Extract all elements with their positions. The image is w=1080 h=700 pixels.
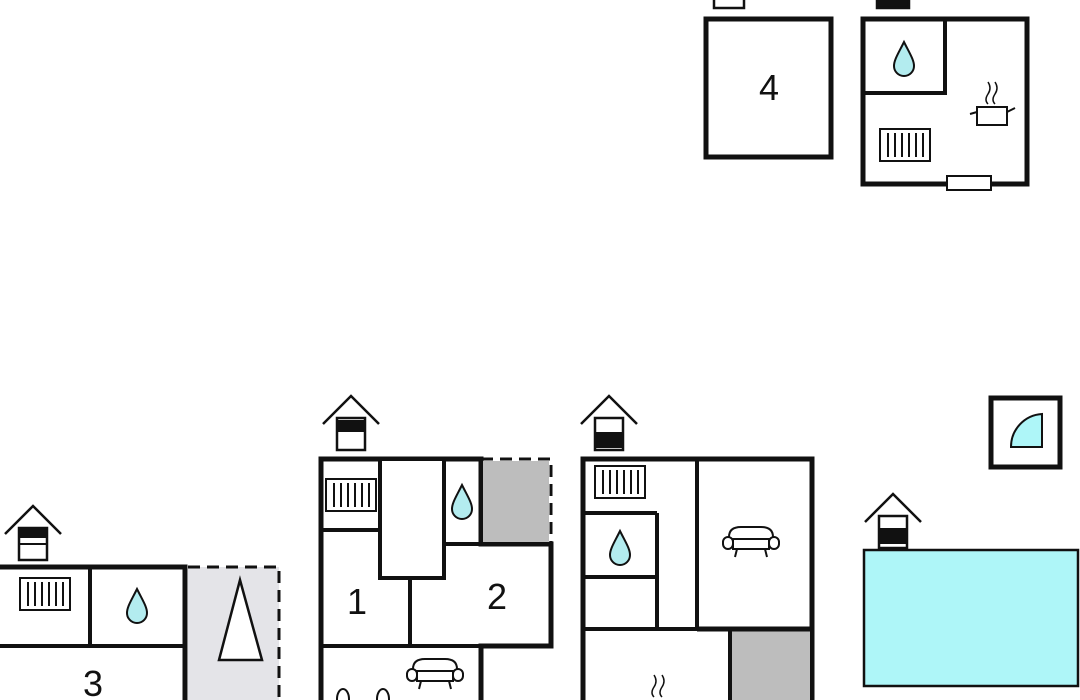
house-level-icon [863,492,923,550]
radiator-icon [325,478,377,512]
slippers-icon [336,688,390,700]
house-level-icon [321,394,381,452]
cooking-pot-icon [969,81,1016,126]
house-level-icon [579,394,639,452]
door-icon [946,175,992,191]
outdoor-area [188,565,281,700]
level-marker-top-left [712,0,746,10]
room-4-label: 4 [759,67,779,108]
room-4: 4 [703,16,834,160]
radiator-icon [594,465,646,499]
level-marker-top-right [875,0,911,10]
room-1-2-block: 1 2 [318,456,554,700]
living-block [580,456,815,700]
room-3-label: 3 [83,663,103,700]
tent-icon [217,575,264,662]
pool-level-icon [988,395,1063,470]
kitchen-bath-block [860,16,1030,191]
radiator-icon [879,128,931,162]
swimming-pool [862,548,1080,688]
room-1-label: 1 [347,581,367,622]
room-2-label: 2 [487,576,507,617]
shower-icon [651,674,665,698]
radiator-icon [19,577,71,611]
house-level-icon [3,504,63,562]
room-3-block: 3 [0,564,188,700]
